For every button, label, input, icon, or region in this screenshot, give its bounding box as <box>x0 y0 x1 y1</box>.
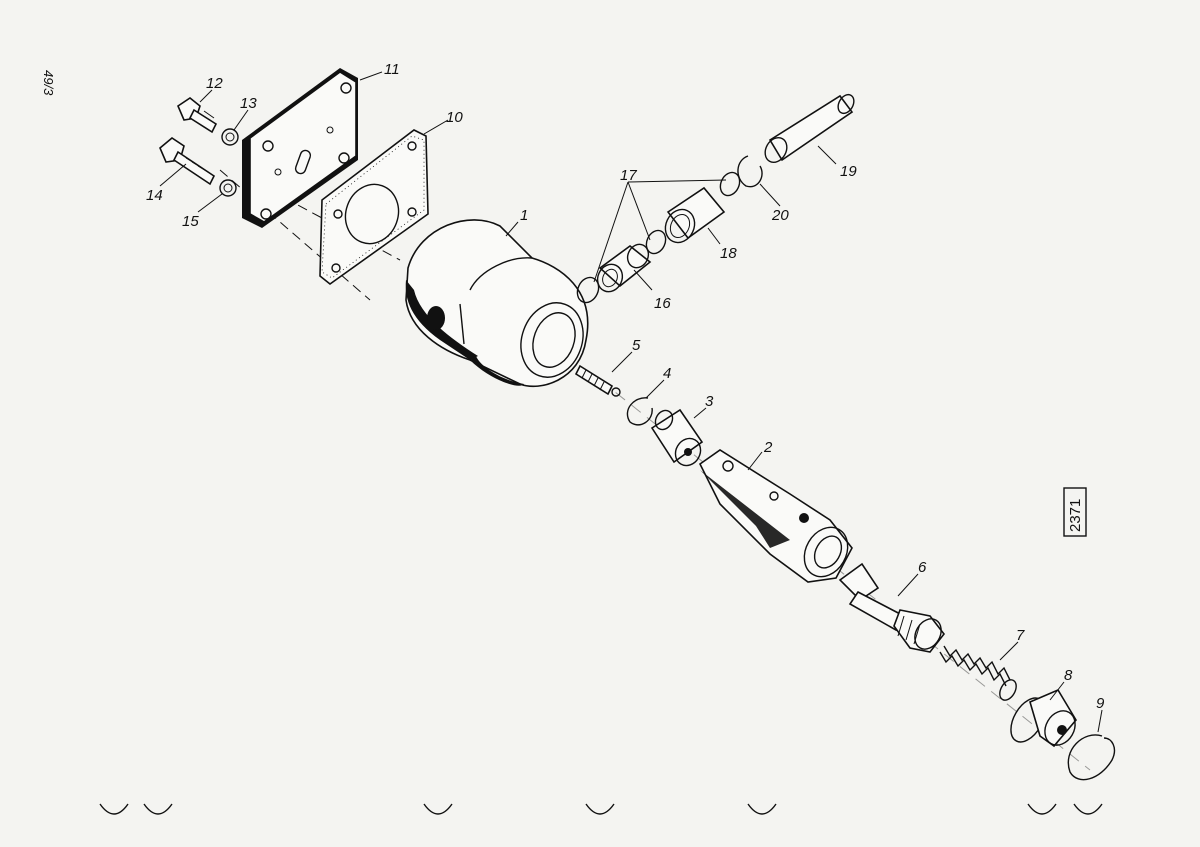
part-18-bushing <box>664 186 726 244</box>
part-8-cap <box>1010 688 1077 748</box>
part-14-bolt <box>159 137 216 186</box>
callout-4: 4 <box>663 365 671 382</box>
part-19-pin <box>764 93 855 164</box>
part-2-spool <box>698 449 853 583</box>
callout-13: 13 <box>240 95 257 112</box>
drawing-number-box: 2371 <box>1063 487 1087 537</box>
callout-12: 12 <box>206 75 223 92</box>
binder-hole-marks <box>99 803 1103 815</box>
callout-1: 1 <box>520 207 528 224</box>
part-6-valve-stem <box>838 562 946 653</box>
callout-17: 17 <box>620 167 637 184</box>
callout-11: 11 <box>384 61 400 78</box>
callout-18: 18 <box>720 245 737 262</box>
callout-2: 2 <box>763 439 773 456</box>
callout-7: 7 <box>1016 627 1025 644</box>
callout-10: 10 <box>446 109 463 126</box>
part-12-bolt <box>177 97 218 134</box>
callout-labels: 1 2 3 4 5 6 7 8 9 10 11 12 13 14 15 16 1… <box>146 61 1105 712</box>
part-17-rings <box>576 171 741 304</box>
leader-lines <box>159 71 1103 733</box>
callout-14: 14 <box>146 187 163 204</box>
part-10-gasket <box>319 129 429 286</box>
callout-6: 6 <box>918 559 927 576</box>
part-16-sleeve <box>596 243 652 293</box>
part-13-washer <box>221 128 239 146</box>
part-1-housing <box>405 219 589 388</box>
callout-9: 9 <box>1096 695 1105 712</box>
part-15-washer <box>219 179 237 197</box>
drawing-number: 2371 <box>1067 499 1084 532</box>
part-7-spring <box>939 645 1017 701</box>
part-4-circlip <box>626 397 653 426</box>
part-11-cover-plate <box>242 68 358 228</box>
part-3-bushing <box>650 408 704 467</box>
callout-5: 5 <box>632 337 641 354</box>
callout-8: 8 <box>1064 667 1073 684</box>
callout-3: 3 <box>705 393 714 410</box>
callout-16: 16 <box>654 295 671 312</box>
part-20-circlip <box>737 155 763 188</box>
page-number: 49/3 <box>41 70 56 96</box>
callout-19: 19 <box>840 163 857 180</box>
part-9-circlip <box>1067 734 1116 781</box>
callout-20: 20 <box>771 207 789 224</box>
callout-15: 15 <box>182 213 199 230</box>
part-5-screw <box>574 364 621 397</box>
